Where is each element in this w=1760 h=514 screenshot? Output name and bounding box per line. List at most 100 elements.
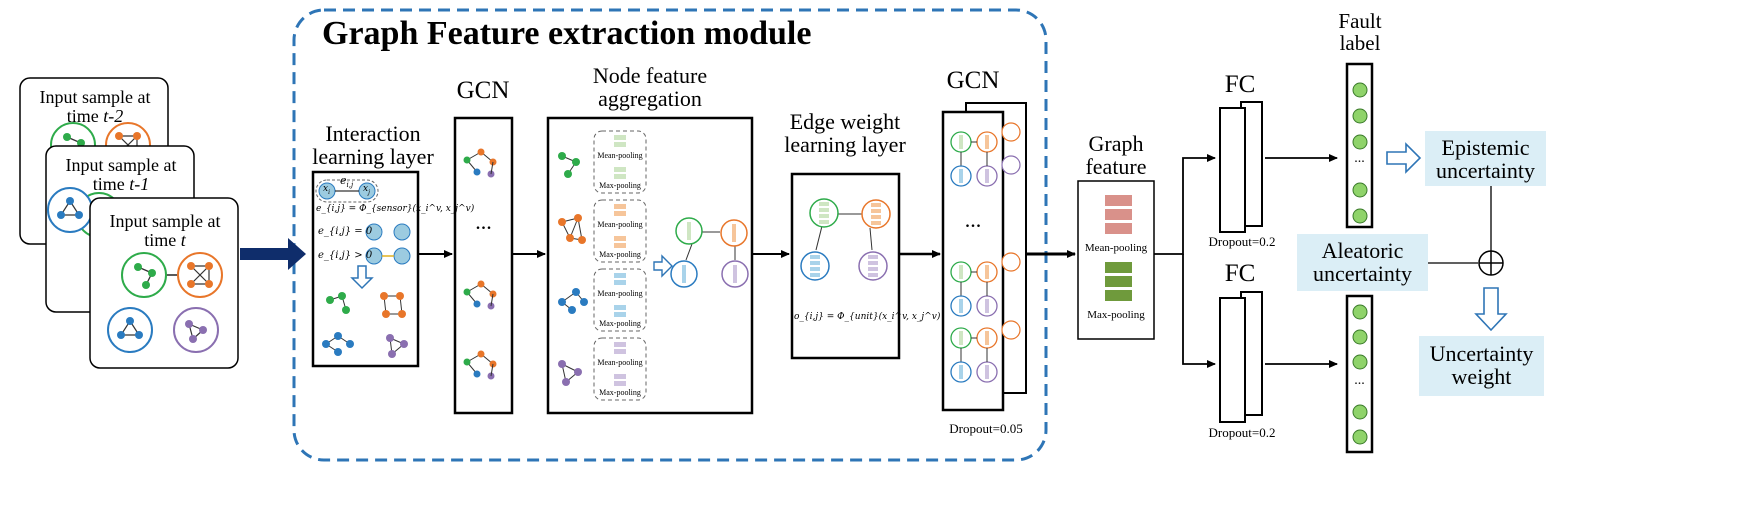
graph-feature-line2: feature (1085, 154, 1147, 180)
fault-label-top-nodes (1352, 82, 1368, 224)
xj-sub: j (368, 188, 370, 196)
module-title: Graph Feature extraction module (322, 15, 812, 52)
agg-output-graph (670, 217, 749, 288)
split-lines (1154, 154, 1216, 255)
node-agg-line2: aggregation (598, 86, 702, 112)
interaction-formula: e_{i,j} = Φ_{sensor}(x_i^v, x_j^v) (316, 204, 475, 214)
edge-weight-graph (800, 198, 891, 281)
input-sample-t-line1: Input sample at (109, 211, 221, 231)
graph-feature-max-bars (1105, 262, 1132, 301)
graph-feature-label: Graph feature (1068, 132, 1164, 178)
output-bottom-nodes (1352, 304, 1368, 445)
epistemic-box (1425, 131, 1546, 186)
input-sample-t-1-prefix: time (92, 173, 130, 194)
xj-label: xj (363, 184, 370, 196)
node-agg-label: Node feature aggregation (548, 64, 752, 110)
fault-label-line2: label (1339, 31, 1381, 56)
uncertainty-weight-label: Uncertainty weight (1419, 342, 1544, 388)
input-sample-t-2-prefix: time (66, 105, 104, 126)
uncertainty-weight-line1: Uncertainty (1429, 341, 1534, 366)
agg-max-label-1: Max-pooling (599, 181, 641, 190)
input-sample-t-2-var: t-2 (103, 105, 124, 126)
xi-var: x (323, 184, 329, 194)
interaction-layer-line2: learning layer (312, 144, 434, 170)
epistemic-label: Epistemic uncertainty (1425, 136, 1546, 182)
aleatoric-line1: Aleatoric (1321, 238, 1404, 263)
edge-weight-line2: learning layer (784, 132, 906, 158)
graph-feature-mean-label: Mean-pooling (1084, 242, 1148, 254)
node-agg-box (546, 116, 754, 415)
gcn2-front-box (941, 110, 1005, 412)
fault-top-dots: ... (1354, 151, 1365, 166)
epistemic-line2: uncertainty (1436, 158, 1535, 184)
input-sample-t-2-label: Input sample at time t-2 (22, 88, 168, 126)
agg-mean-label-1: Mean-pooling (597, 151, 643, 160)
gcn1-box (453, 116, 514, 415)
module-border (292, 8, 1048, 462)
epistemic-hollow-arrow (1386, 142, 1422, 174)
interaction-nodes (315, 179, 411, 265)
input-sample-t-1-line1: Input sample at (65, 155, 177, 175)
uncertainty-weight-line2: weight (1451, 364, 1512, 390)
input-sample-t-label: Input sample at time t (92, 212, 238, 250)
input-sample-t-prefix: time (144, 229, 181, 250)
agg-pool-groups (593, 130, 647, 401)
input-sample-t-var: t (180, 229, 186, 250)
graph-feature-mean-bars (1105, 195, 1132, 234)
aleatoric-label: Aleatoric uncertainty (1297, 239, 1428, 285)
aleatoric-line2: uncertainty (1313, 261, 1412, 287)
graph-feature-box (1077, 180, 1155, 340)
output-bottom-column (1345, 294, 1374, 454)
interaction-layer-line1: Interaction (325, 121, 421, 146)
node-agg-line1: Node feature (592, 63, 708, 88)
gcn2-dropout: Dropout=0.05 (949, 421, 1023, 436)
fault-bottom-dots: ... (1354, 373, 1365, 388)
interaction-output-graphs (322, 292, 408, 358)
xi-sub: i (328, 188, 330, 196)
weight-hollow-arrow (1474, 287, 1508, 332)
agg-hollow-arrow (653, 254, 673, 278)
fc-top-dropout: Dropout=0.2 (1208, 234, 1276, 249)
interaction-layer-label: Interaction learning layer (300, 122, 446, 168)
input-sample-t-1-label: Input sample at time t-1 (48, 156, 194, 194)
input-arrow (240, 238, 306, 270)
gcn1-label: GCN (456, 77, 510, 104)
agg-max-label-2: Max-pooling (599, 250, 641, 259)
fc-top-front (1219, 107, 1246, 233)
fault-label-title: Fault label (1320, 10, 1400, 54)
input-sample-t (89, 197, 239, 369)
agg-mean-label-3: Mean-pooling (597, 289, 643, 298)
uncertainty-weight-box (1419, 336, 1544, 396)
epistemic-line1: Epistemic (1441, 135, 1530, 160)
graph-feature-max-label: Max-pooling (1087, 309, 1145, 321)
fc-bottom-dropout: Dropout=0.2 (1208, 425, 1276, 440)
fault-label-line1: Fault (1338, 9, 1382, 33)
cond-pos: e_{i,j} > 0 (318, 250, 373, 261)
gcn1-dots: ... (475, 209, 492, 234)
edge-weight-label: Edge weight learning layer (770, 110, 920, 156)
eij-sub: i,j (346, 181, 354, 190)
cond-zero: e_{i,j} = 0 (318, 226, 373, 237)
edge-weight-formula: o_{i,j} = Φ_{unit}(x_i^v, x_j^v) (794, 312, 941, 322)
fc-bottom-front (1219, 297, 1246, 423)
xi-label: xi (323, 184, 330, 196)
gcn2-label: GCN (946, 67, 1000, 94)
edge-weight-line1: Edge weight (789, 109, 901, 134)
agg-input-graphs (558, 152, 588, 386)
agg-max-label-3: Max-pooling (599, 319, 641, 328)
input-sample-t-2-line1: Input sample at (39, 87, 151, 107)
agg-mean-label-4: Mean-pooling (597, 358, 643, 367)
xj-var: x (363, 184, 369, 194)
aleatoric-box (1297, 234, 1428, 291)
eij-label: ei,j (340, 174, 353, 189)
graph-feature-line1: Graph (1088, 131, 1144, 156)
eij-var: e (340, 174, 347, 187)
input-sample-t-1-var: t-1 (129, 173, 150, 194)
agg-max-label-4: Max-pooling (599, 388, 641, 397)
agg-mean-label-2: Mean-pooling (597, 220, 643, 229)
gcn2-dots: ... (964, 207, 982, 232)
interaction-down-arrow (350, 265, 374, 290)
fc-top-label: FC (1224, 71, 1256, 98)
